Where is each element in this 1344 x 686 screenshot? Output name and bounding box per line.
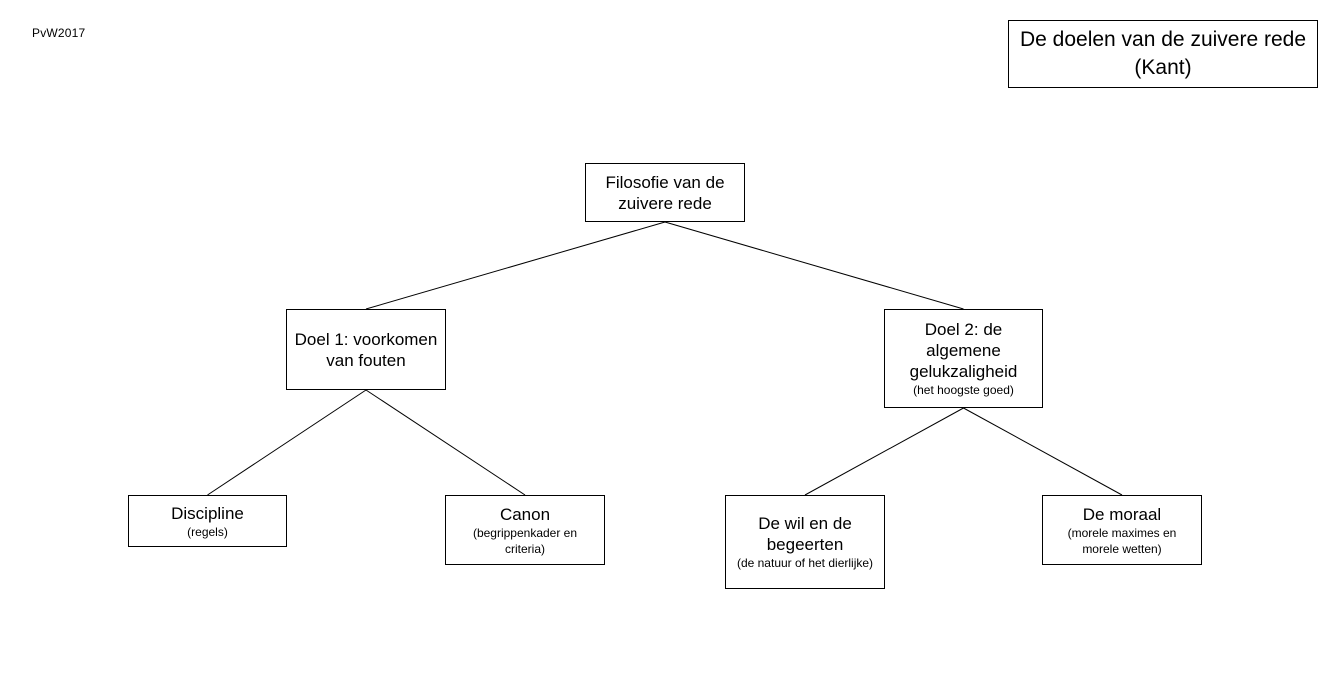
node-doel-2: Doel 2: de algemene gelukzaligheid (het …	[884, 309, 1043, 408]
node-doel-1: Doel 1: voorkomen van fouten	[286, 309, 446, 390]
node-discipline-subtitle: (regels)	[187, 524, 228, 539]
node-doel-2-label: Doel 2: de algemene gelukzaligheid	[909, 320, 1018, 381]
node-moraal: De moraal (morele maximes en morele wett…	[1042, 495, 1202, 565]
edge-root-doel1	[365, 221, 666, 310]
node-wil-begeerten: De wil en de begeerten (de natuur of het…	[725, 495, 885, 589]
diagram-title: De doelen van de zuivere rede (Kant)	[1008, 20, 1318, 88]
node-canon-label: Canon	[499, 504, 551, 524]
node-discipline: Discipline (regels)	[128, 495, 287, 547]
edge-doel2-moraal	[963, 407, 1123, 496]
node-filosofie-label: Filosofie van de zuivere rede	[605, 172, 725, 213]
edge-doel1-canon	[365, 389, 526, 496]
node-canon: Canon (begrippenkader en criteria)	[445, 495, 605, 565]
node-discipline-label: Discipline	[171, 503, 244, 523]
node-canon-subtitle: (begrippenkader en criteria)	[472, 525, 578, 556]
node-moraal-label: De moraal	[1082, 504, 1162, 524]
edge-doel2-wil	[804, 407, 964, 496]
edge-root-doel2	[664, 221, 964, 310]
node-wil-begeerten-label: De wil en de begeerten	[758, 514, 852, 554]
node-wil-begeerten-subtitle: (de natuur of het dierlijke)	[736, 556, 874, 570]
node-doel-2-subtitle: (het hoogste goed)	[913, 383, 1014, 397]
node-filosofie: Filosofie van de zuivere rede	[585, 163, 745, 222]
node-moraal-subtitle: (morele maximes en morele wetten)	[1067, 525, 1177, 556]
edge-doel1-discipline	[207, 389, 367, 496]
credit-label: PvW2017	[32, 26, 86, 40]
node-doel-1-label: Doel 1: voorkomen van fouten	[294, 329, 438, 370]
